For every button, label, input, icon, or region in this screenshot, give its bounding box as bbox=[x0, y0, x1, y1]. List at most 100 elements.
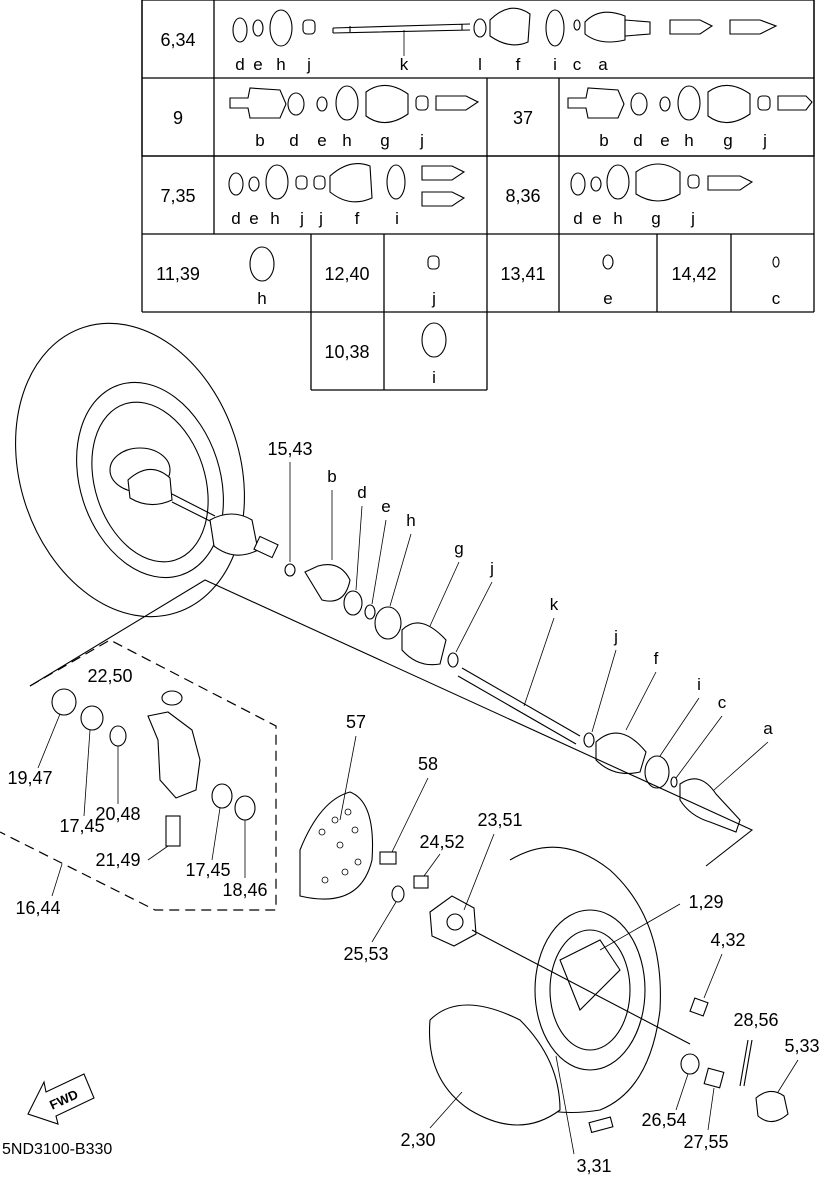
kit9-letter-b: b bbox=[255, 131, 264, 150]
kit14-circlip bbox=[772, 256, 780, 268]
kit-row-7-35-parts bbox=[228, 163, 466, 207]
callout-5-33: 5,33 bbox=[784, 1036, 819, 1056]
shaft-letter-k: k bbox=[550, 595, 559, 614]
kit-letter-h: h bbox=[276, 55, 285, 74]
kit-letter-j: j bbox=[306, 55, 311, 74]
callout-20-48: 20,48 bbox=[95, 804, 140, 824]
kit-letter-i: i bbox=[553, 55, 557, 74]
kit8-letter-d: d bbox=[573, 209, 582, 228]
shaft-letter-i: i bbox=[697, 675, 701, 694]
table-ref-8-36: 8,36 bbox=[505, 186, 540, 206]
callout-27-55: 27,55 bbox=[683, 1132, 728, 1152]
kit9-letter-e: e bbox=[317, 131, 326, 150]
kit12-clamp bbox=[427, 255, 440, 270]
kit8-letter-g: g bbox=[651, 209, 660, 228]
kit-letter-c: c bbox=[573, 55, 582, 74]
kit37-letter-e: e bbox=[660, 131, 669, 150]
shaft-letter-e: e bbox=[381, 497, 390, 516]
kit37-letter-b: b bbox=[599, 131, 608, 150]
kit7-letter-d: d bbox=[231, 209, 240, 228]
shaft-letter-f: f bbox=[654, 649, 659, 668]
callout-22-50: 22,50 bbox=[87, 666, 132, 686]
kit-letter-e: e bbox=[253, 55, 262, 74]
kit9-letter-g: g bbox=[380, 131, 389, 150]
kit7-letter-h: h bbox=[270, 209, 279, 228]
shaft-letter-d: d bbox=[357, 483, 366, 502]
shaft-letter-j2: j bbox=[613, 627, 618, 646]
left-wheel bbox=[15, 322, 279, 618]
kit8-letter-j: j bbox=[690, 209, 695, 228]
callout-19-47: 19,47 bbox=[7, 768, 52, 788]
kit-reference-table: 6,34 d e h j k l f i c a 9 bbox=[141, 0, 815, 391]
knuckle-group: 22,50 19,47 17,45 20,48 21,49 17,45 18,4… bbox=[0, 639, 277, 918]
kit9-letter-d: d bbox=[289, 131, 298, 150]
right-wheel: 1,29 2,30 bbox=[400, 846, 724, 1150]
table-ref-12-40: 12,40 bbox=[324, 264, 369, 284]
assembly-outline bbox=[29, 579, 754, 867]
table-ref-10-38: 10,38 bbox=[324, 342, 369, 362]
table-ref-13-41: 13,41 bbox=[500, 264, 545, 284]
kit-row-9-parts bbox=[229, 84, 480, 124]
kit12-letter-j: j bbox=[431, 289, 436, 308]
kit11-letter-h: h bbox=[257, 289, 266, 308]
table-ref-11-39: 11,39 bbox=[156, 264, 200, 284]
callout-17-45-b: 17,45 bbox=[185, 860, 230, 880]
kit13-letter-e: e bbox=[603, 289, 612, 308]
kit11-clamp bbox=[249, 246, 275, 282]
kit10-letter-i: i bbox=[432, 368, 436, 387]
callout-2-30: 2,30 bbox=[400, 1130, 435, 1150]
callout-57: 57 bbox=[346, 712, 366, 732]
callout-18-46: 18,46 bbox=[222, 880, 267, 900]
kit9-letter-j: j bbox=[419, 131, 424, 150]
kit-letter-f: f bbox=[516, 55, 521, 74]
callout-16-44: 16,44 bbox=[15, 898, 60, 918]
kit7-letter-f: f bbox=[355, 209, 360, 228]
table-ref-9: 9 bbox=[173, 108, 183, 128]
callout-15-43: 15,43 bbox=[267, 439, 312, 459]
shaft-letter-a: a bbox=[763, 719, 773, 738]
drive-shaft-assembly: b d e h g j k j f i c a 15,43 bbox=[267, 439, 773, 833]
kit7-letter-i: i bbox=[395, 209, 399, 228]
callout-4-32: 4,32 bbox=[710, 930, 745, 950]
kit10-clamp bbox=[421, 322, 447, 358]
callout-25-53: 25,53 bbox=[343, 944, 388, 964]
kit-row-6-34-parts bbox=[232, 7, 778, 47]
kit9-letter-h: h bbox=[342, 131, 351, 150]
callout-26-54: 26,54 bbox=[641, 1110, 686, 1130]
kit37-letter-g: g bbox=[723, 131, 732, 150]
table-ref-7-35: 7,35 bbox=[160, 186, 195, 206]
hub-and-fasteners: 58 24,52 25,53 23,51 bbox=[343, 754, 691, 1045]
table-ref-6-34: 6,34 bbox=[160, 30, 195, 50]
diagram-code: 5ND3100-B330 bbox=[2, 1141, 112, 1158]
callout-28-56: 28,56 bbox=[733, 1010, 778, 1030]
shaft-letter-g: g bbox=[454, 539, 463, 558]
kit7-letter-j1: j bbox=[299, 209, 304, 228]
kit13-ring bbox=[602, 254, 614, 270]
kit7-letter-e: e bbox=[249, 209, 258, 228]
kit-letter-l: l bbox=[478, 55, 482, 74]
shaft-letter-c: c bbox=[718, 693, 727, 712]
kit37-letter-j: j bbox=[762, 131, 767, 150]
kit37-letter-h: h bbox=[684, 131, 693, 150]
table-ref-37: 37 bbox=[513, 108, 533, 128]
callout-1-29: 1,29 bbox=[688, 892, 723, 912]
forward-arrow-icon: FWD bbox=[27, 1073, 95, 1125]
axle-fasteners: 4,32 26,54 27,55 28,56 5,33 3,31 bbox=[555, 930, 820, 1176]
shaft-letter-j1: j bbox=[489, 559, 494, 578]
kit8-letter-e: e bbox=[592, 209, 601, 228]
kit37-letter-d: d bbox=[633, 131, 642, 150]
callout-23-51: 23,51 bbox=[477, 810, 522, 830]
shaft-letter-h: h bbox=[406, 511, 415, 530]
callout-3-31: 3,31 bbox=[576, 1156, 611, 1176]
callout-17-45-a: 17,45 bbox=[59, 816, 104, 836]
shaft-letter-b: b bbox=[327, 467, 336, 486]
kit-letter-d: d bbox=[235, 55, 244, 74]
kit7-letter-j2: j bbox=[318, 209, 323, 228]
kit14-letter-c: c bbox=[772, 289, 781, 308]
brake-disc: 57 bbox=[299, 712, 374, 900]
kit-letter-k: k bbox=[400, 55, 409, 74]
kit-row-37-parts bbox=[567, 84, 813, 124]
callout-58: 58 bbox=[418, 754, 438, 774]
kit8-letter-h: h bbox=[613, 209, 622, 228]
